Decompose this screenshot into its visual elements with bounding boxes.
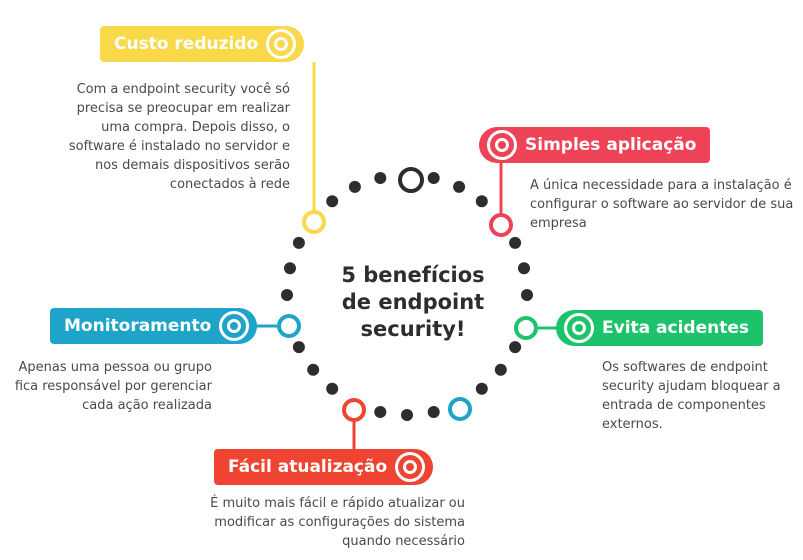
circle-dot (453, 180, 466, 193)
desc-simples-aplicacao: A única necessidade para a instalação é … (530, 178, 794, 231)
circle-dot (401, 409, 413, 421)
node-facil (342, 398, 366, 422)
desc-evita-acidentes: Os softwares de endpoint security ajudam… (602, 360, 781, 432)
circle-dot (292, 236, 305, 249)
node-extra-blue (448, 397, 472, 421)
circle-dot (475, 195, 488, 208)
badge-label: Fácil atualização (228, 457, 388, 477)
badge-facil-atualizacao: Fácil atualização (214, 449, 434, 485)
circle-dot (521, 289, 533, 301)
circle-dot (284, 262, 296, 275)
circle-dot (427, 172, 440, 184)
badge-monitoramento: Monitoramento (50, 308, 258, 344)
title-line-3: security! (360, 317, 466, 341)
node-simples (489, 213, 513, 237)
badge-label: Monitoramento (64, 316, 212, 336)
title-line-1: 5 benefícios (341, 263, 485, 287)
circle-dot (374, 172, 387, 184)
badge-simples-aplicacao: Simples aplicação (479, 127, 711, 163)
target-ring-icon (219, 311, 250, 341)
badge-evita-acidentes: Evita acidentes (556, 310, 763, 346)
badge-label: Evita acidentes (602, 318, 749, 338)
badge-label: Custo reduzido (114, 34, 259, 54)
target-ring-icon (564, 313, 594, 343)
node-top (398, 167, 424, 193)
badge-custo-reduzido: Custo reduzido (100, 26, 305, 62)
target-ring-icon (487, 130, 517, 160)
circle-dot (348, 180, 361, 193)
circle-dot (292, 341, 305, 354)
badge-label: Simples aplicação (525, 135, 697, 155)
circle-dot (475, 382, 488, 395)
desc-custo-reduzido: Com a endpoint security você só precisa … (68, 82, 290, 192)
target-ring-icon (395, 452, 426, 482)
circle-dot (326, 382, 339, 395)
node-monitoramento (277, 314, 301, 338)
circle-dot (494, 363, 507, 376)
node-custo (302, 210, 326, 234)
circle-dot (307, 363, 320, 376)
title-line-2: de endpoint (341, 290, 485, 314)
circle-dot (326, 195, 339, 208)
dotted-circle (281, 172, 533, 421)
desc-facil-atualizacao: É muito mais fácil e rápido atualizar ou… (210, 496, 465, 549)
circle-dot (509, 236, 522, 249)
diagram-title: 5 benefícios de endpoint security! (300, 262, 526, 343)
circle-dot (281, 289, 293, 301)
circle-dot (518, 262, 530, 275)
target-ring-icon (266, 29, 297, 59)
circle-dot (509, 341, 522, 354)
circle-dot (374, 406, 387, 418)
circle-dot (427, 406, 440, 418)
node-evita (514, 316, 538, 340)
desc-monitoramento: Apenas uma pessoa ou grupo fica responsá… (14, 360, 212, 413)
